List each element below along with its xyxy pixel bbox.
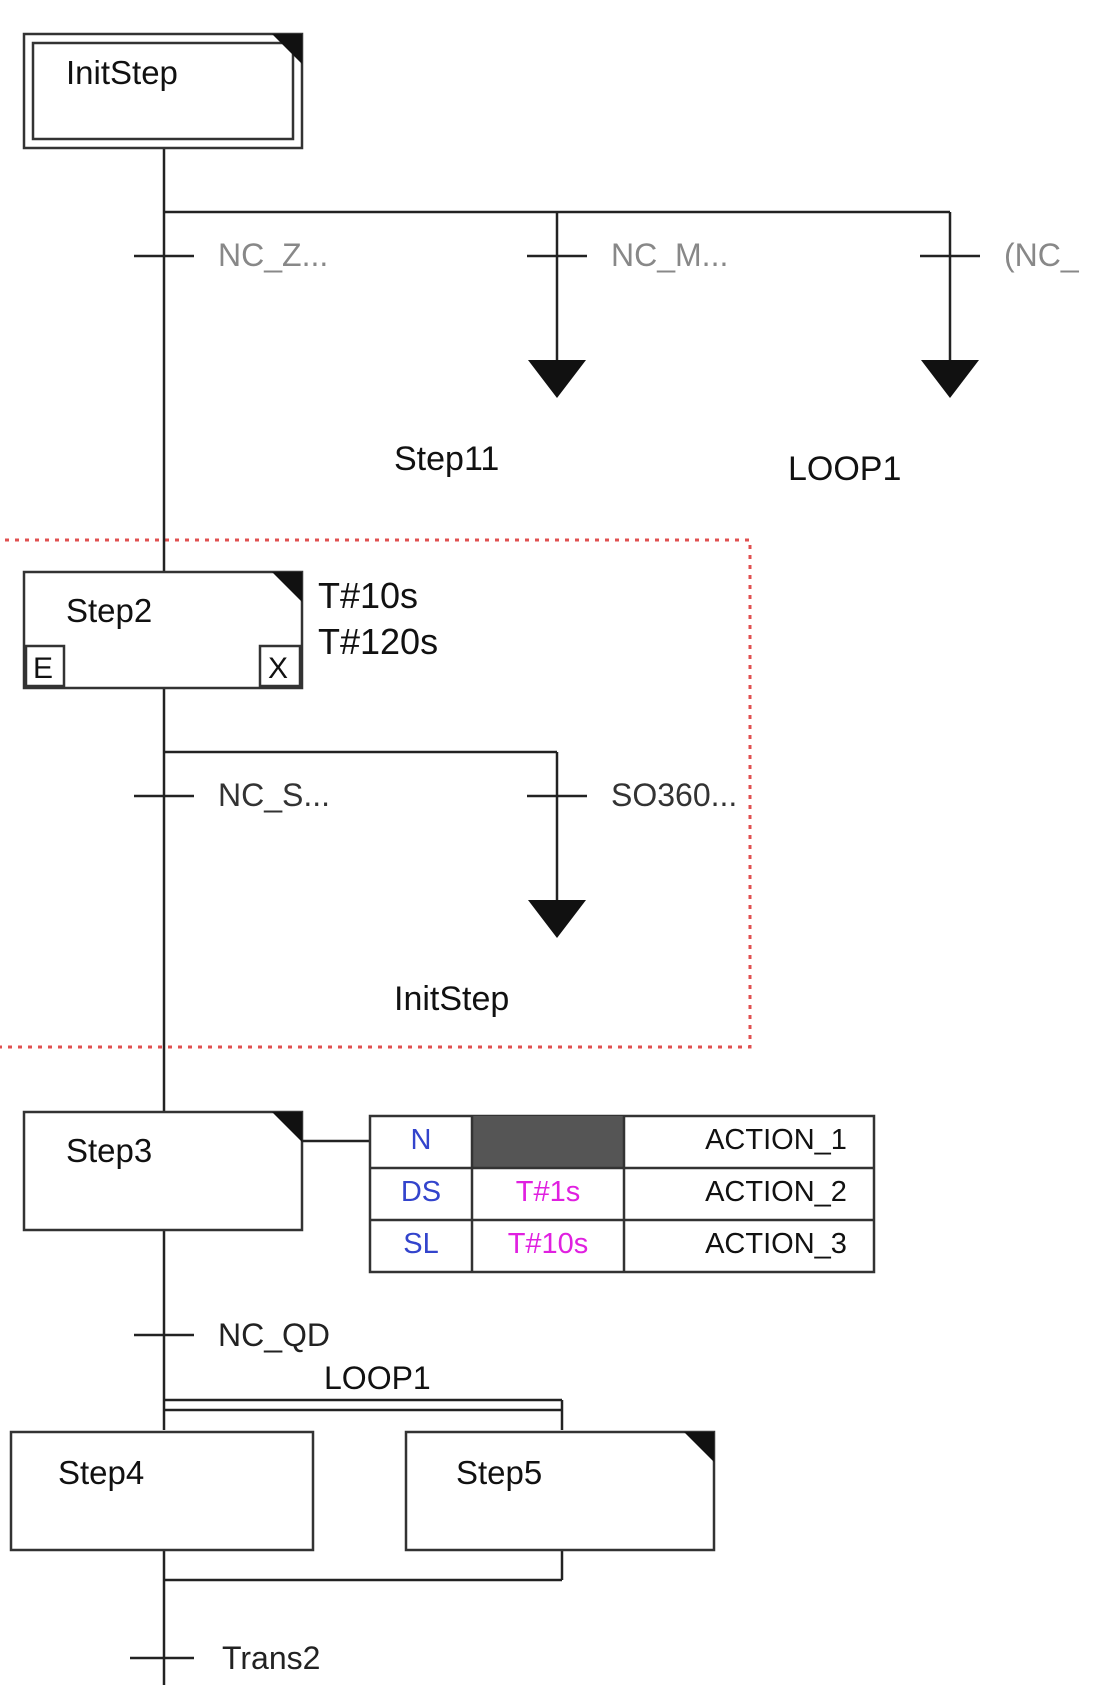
- step-step2[interactable]: Step2 E X: [22, 570, 304, 690]
- jump-label-loop1: LOOP1: [788, 450, 901, 488]
- step-box: [22, 1110, 304, 1232]
- action-time: T#10s: [508, 1228, 589, 1260]
- action-qualifier: N: [411, 1124, 432, 1156]
- action-time-cell-empty: [472, 1116, 624, 1168]
- exit-action-marker: X: [268, 652, 288, 685]
- action-qualifier: SL: [403, 1228, 438, 1260]
- step-name-step2: Step2: [66, 592, 152, 629]
- action-indicator-corner: [272, 572, 302, 602]
- action-block: N ACTION_1 DS T#1s ACTION_2 SL T#10s ACT…: [368, 1114, 876, 1274]
- action-qualifier: DS: [401, 1176, 441, 1208]
- step-name-step3: Step3: [66, 1132, 152, 1169]
- step-box-inner: [31, 41, 295, 141]
- step-name-initstep: InitStep: [66, 54, 178, 91]
- label-loop1: LOOP1: [324, 1360, 431, 1396]
- step2-time-min: T#10s: [318, 575, 418, 616]
- action-row[interactable]: SL T#10s ACTION_3: [403, 1228, 847, 1260]
- step-step5[interactable]: Step5: [404, 1430, 716, 1552]
- action-indicator-corner: [272, 1112, 302, 1142]
- step-name-step4: Step4: [58, 1454, 144, 1491]
- step-box: [22, 570, 304, 690]
- entry-action-marker: E: [33, 652, 53, 685]
- action-indicator-corner: [684, 1432, 714, 1462]
- step-box-outer: [22, 32, 304, 150]
- transition-label-trans2: Trans2: [222, 1640, 320, 1676]
- step-step3[interactable]: Step3: [22, 1110, 304, 1232]
- action-name: ACTION_1: [705, 1124, 847, 1156]
- transition-label-nc-m: NC_M...: [611, 237, 728, 273]
- jump-label-initstep: InitStep: [394, 980, 509, 1018]
- step-step4[interactable]: Step4: [9, 1430, 315, 1552]
- exit-action-box[interactable]: [258, 644, 302, 688]
- alt-branch-2: [134, 750, 587, 905]
- action-time: T#1s: [516, 1176, 580, 1208]
- step2-time-max: T#120s: [318, 621, 438, 662]
- step-box: [404, 1430, 716, 1552]
- action-row[interactable]: N ACTION_1: [411, 1124, 847, 1156]
- jump-arrow-step11[interactable]: [528, 360, 586, 398]
- jump-arrow-initstep[interactable]: [528, 900, 586, 938]
- transition-label-nc-z: NC_Z...: [218, 237, 328, 273]
- action-indicator-corner: [272, 34, 302, 64]
- jump-arrow-loop1[interactable]: [921, 360, 979, 398]
- entry-action-box[interactable]: [24, 644, 66, 688]
- transition-label-nc-paren: (NC_: [1004, 237, 1080, 273]
- action-name: ACTION_2: [705, 1176, 847, 1208]
- transition-label-nc-qd: NC_QD: [218, 1317, 330, 1353]
- step-name-step5: Step5: [456, 1454, 542, 1491]
- transition-label-so360: SO360...: [611, 777, 737, 813]
- jump-label-step11: Step11: [394, 440, 499, 478]
- step-box: [9, 1430, 315, 1552]
- action-row[interactable]: DS T#1s ACTION_2: [401, 1176, 847, 1208]
- parallel-branch: [164, 1398, 564, 1582]
- alt-branch-1: [134, 210, 980, 365]
- transition-label-nc-s: NC_S...: [218, 777, 330, 813]
- step-initstep[interactable]: InitStep: [22, 32, 304, 150]
- action-name: ACTION_3: [705, 1228, 847, 1260]
